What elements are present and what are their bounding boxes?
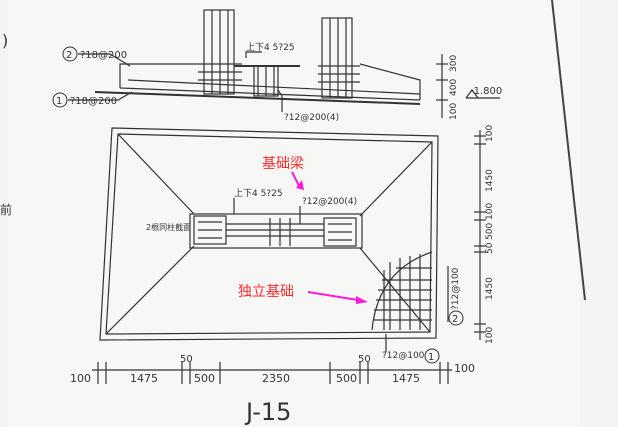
leader-rebar2 — [78, 53, 131, 67]
slope-line — [105, 245, 195, 335]
bottom-dim: 500 — [336, 372, 357, 385]
left-edge-text: 前 — [0, 202, 12, 217]
section-dim-300: 300 — [449, 55, 459, 72]
slope-line — [117, 133, 195, 215]
bottom-dim: 1475 — [130, 372, 158, 385]
footing-callout-arrow — [307, 291, 359, 301]
slope-line — [359, 141, 433, 217]
marker-1-top: 1 — [56, 96, 62, 107]
right-dim: 1450 — [485, 277, 495, 300]
section-dim-400: 400 — [449, 79, 459, 96]
right-dim: 1450 — [485, 169, 495, 192]
elevation-triangle — [465, 89, 479, 99]
section-dim-100: 100 — [449, 103, 459, 120]
right-dim: 100 — [485, 125, 495, 142]
right-dim: 100 — [485, 327, 495, 344]
left-edge-bracket: ) — [2, 31, 8, 50]
section-rebar1-label: ?18@200 — [70, 96, 117, 107]
paper-edge-line — [551, 0, 586, 301]
leader-top-bottom — [245, 51, 262, 58]
section-column-left — [203, 9, 235, 95]
bottom-dim: 1475 — [392, 372, 420, 385]
plan-view — [92, 127, 486, 384]
section-base-line — [94, 91, 421, 105]
section-elevation: -1.800 — [470, 86, 502, 97]
marker-circle-2-top — [62, 46, 78, 62]
plan-column-right — [323, 217, 357, 247]
leader-stirrup — [277, 89, 283, 112]
bottom-dim: 100 — [454, 362, 475, 375]
beam-callout-arrowhead — [296, 180, 304, 190]
right-dim: 500 — [485, 223, 495, 240]
plan-mesh-x: ?12@100 — [382, 351, 425, 361]
bottom-dim: 2350 — [262, 372, 290, 385]
plan-mesh-y: ?12@100 — [451, 267, 461, 310]
drawing-title: J-15 — [244, 398, 291, 426]
section-bottom-line — [119, 87, 421, 101]
beam-callout: 基础梁 — [262, 155, 304, 172]
right-dim: 50 — [485, 242, 495, 254]
section-slab-left — [119, 63, 198, 88]
marker-circle-1-plan — [424, 348, 440, 364]
footing-callout: 独立基础 — [238, 283, 294, 300]
bottom-dim: 100 — [70, 372, 91, 385]
marker-circle-1-top — [52, 92, 68, 108]
right-dim: 100 — [485, 203, 495, 220]
plan-beam-bars: 上下4 5?25 — [234, 188, 283, 199]
plan-columns-note: 2根同柱截面 — [146, 222, 191, 232]
section-rebar2-label: ?18@200 — [80, 50, 127, 61]
section-top-bottom-bar: 上下4 5?25 — [246, 42, 295, 53]
plan-beam-strip — [189, 213, 363, 249]
bottom-dim: 50 — [358, 354, 371, 365]
plan-outline-outer — [99, 127, 439, 341]
leader-rebar1 — [68, 91, 133, 101]
section-slab-right — [359, 63, 421, 100]
section-stirrup: ?12@200(4) — [284, 113, 339, 123]
marker-circle-2-plan — [448, 310, 464, 326]
bottom-dim: 500 — [194, 372, 215, 385]
plan-mesh-y-marker: 2 — [452, 314, 458, 325]
section-column-right — [321, 17, 353, 99]
footing-callout-arrowhead — [356, 296, 368, 304]
plan-mesh-x-marker: 1 — [428, 352, 434, 363]
plan-beam-stirrup: ?12@200(4) — [302, 197, 357, 207]
section-view — [68, 9, 500, 118]
bottom-dim: 50 — [180, 354, 193, 365]
marker-2-top: 2 — [66, 50, 72, 61]
